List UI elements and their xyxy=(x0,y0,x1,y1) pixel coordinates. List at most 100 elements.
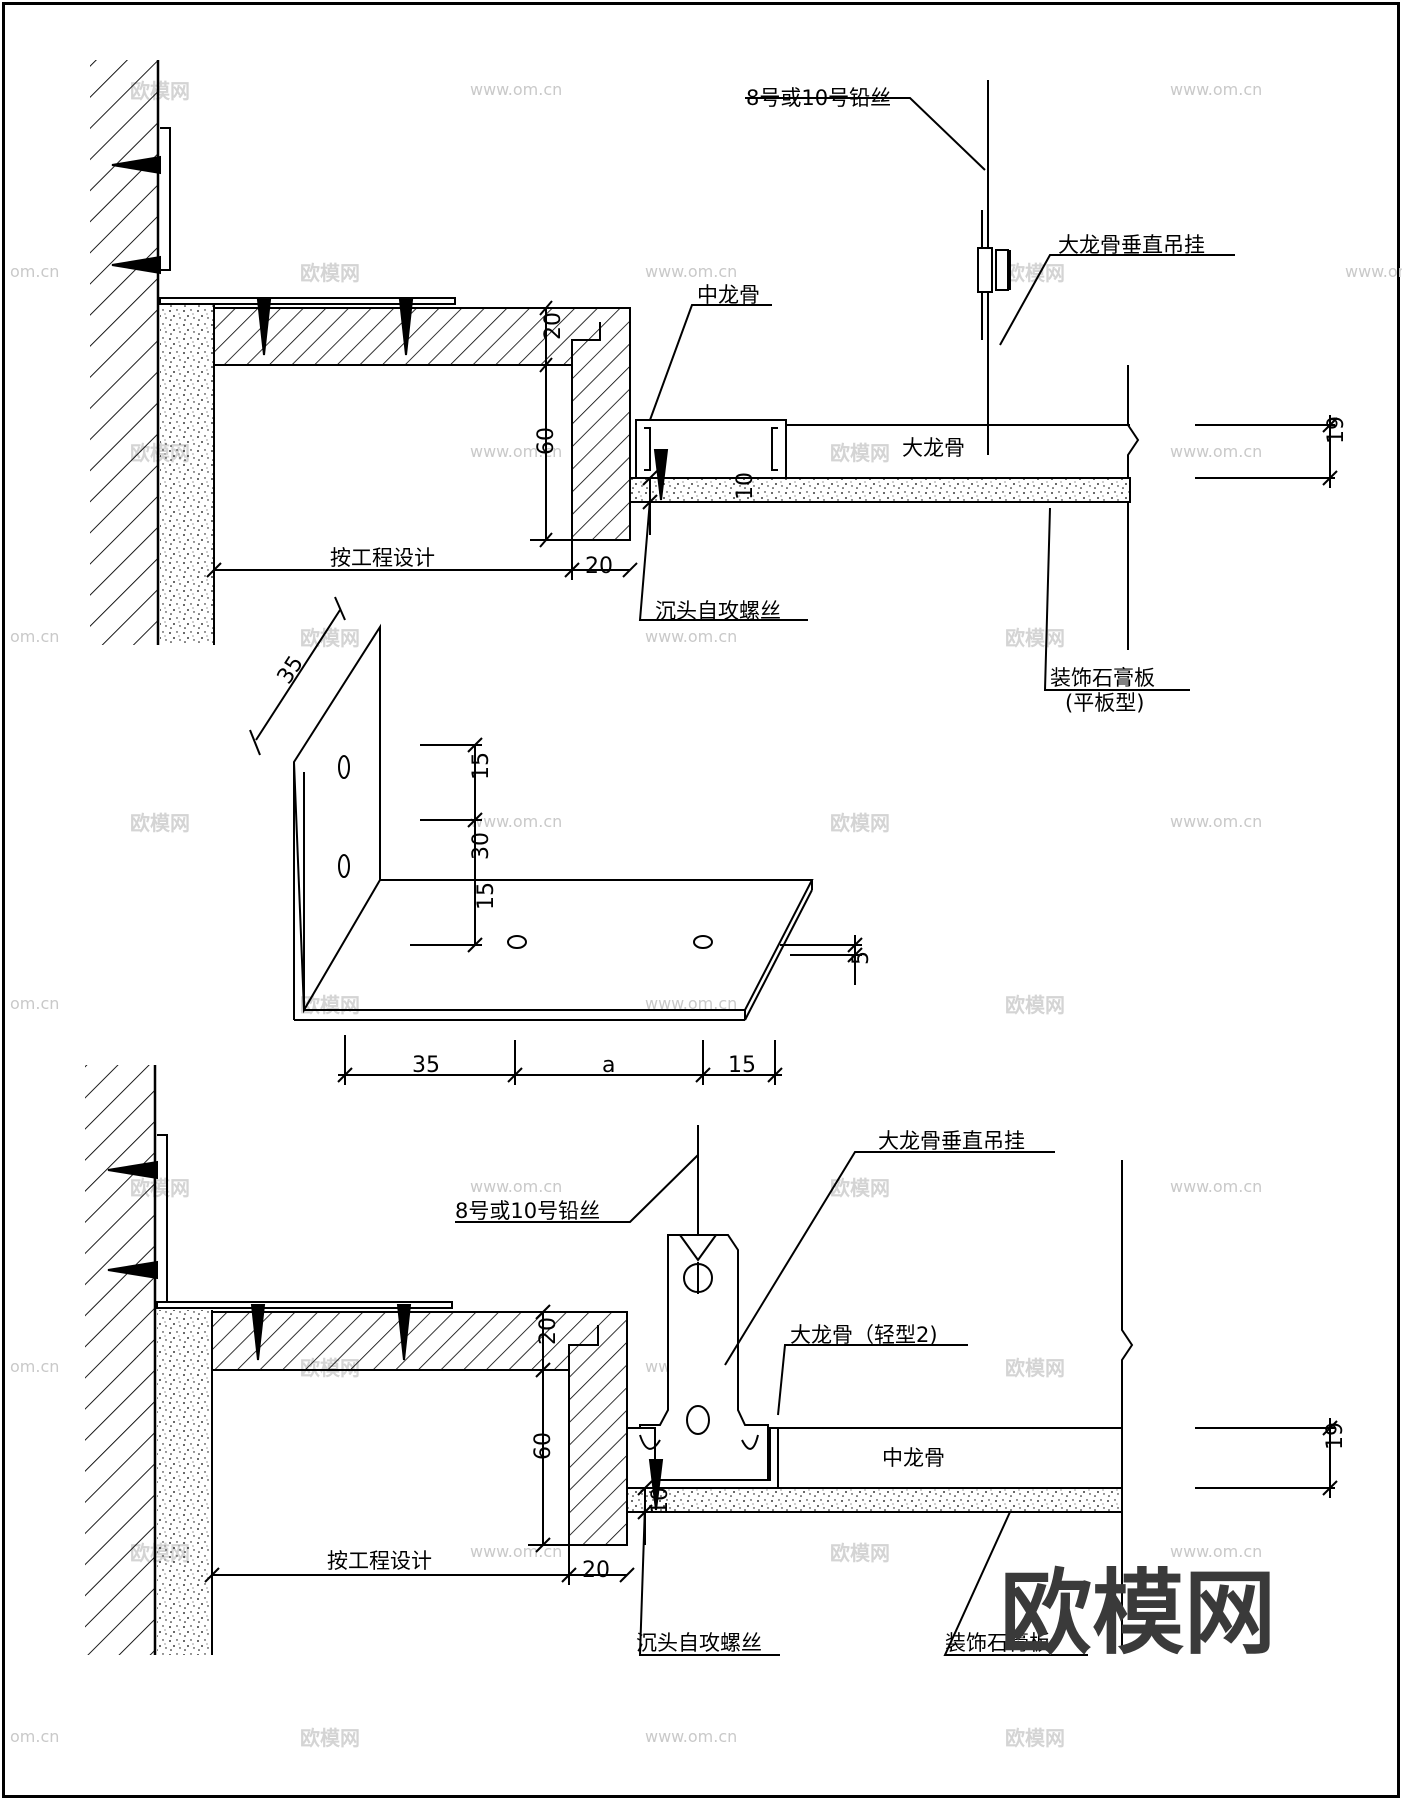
dim-label: 20 xyxy=(585,554,613,579)
leader-wire xyxy=(745,97,986,171)
design-label: 按工程设计 xyxy=(327,1549,432,1573)
screw-label: 沉头自攻螺丝 xyxy=(636,1631,762,1655)
dim-label: 20 xyxy=(582,1558,610,1583)
screw-icon xyxy=(653,449,669,501)
leader-main-keel xyxy=(777,1344,968,1416)
leader-hanger xyxy=(724,1151,1055,1366)
watermark-brand: 欧模网 xyxy=(130,811,190,835)
board-type-label: (平板型) xyxy=(1065,691,1144,715)
wood-frame xyxy=(211,1311,628,1546)
screw-icon xyxy=(250,1304,266,1361)
watermark-url: www.om.cn xyxy=(645,627,737,646)
watermark-url: www.om.cn xyxy=(470,812,562,831)
plaster-layer xyxy=(160,302,214,645)
watermark-url: www.om.cn xyxy=(470,1177,562,1196)
watermark-url: www.om.cn xyxy=(645,262,737,281)
angle-steel xyxy=(159,297,456,305)
watermark-brand: 欧模网 xyxy=(300,626,360,650)
dim-label: 20 xyxy=(541,312,566,340)
bracket-hole xyxy=(507,935,527,949)
watermark-url: om.cn xyxy=(10,627,59,646)
leader-screw xyxy=(638,499,808,621)
main-keel-label: 大龙骨（轻型2) xyxy=(790,1323,938,1347)
bottom-section-labels: 大龙骨垂直吊挂 8号或10号铅丝 大龙骨（轻型2) 中龙骨 按工程设计 沉头自攻… xyxy=(327,1129,1348,1655)
leader-hanger xyxy=(999,254,1235,346)
mid-keel-lip xyxy=(644,427,651,471)
watermark-brand: 欧模网 xyxy=(1005,626,1065,650)
leader-wire xyxy=(455,1154,699,1223)
watermark-url: www.om.cn xyxy=(1170,80,1262,99)
screw-icon xyxy=(398,299,414,356)
bracket-vertical-leg xyxy=(292,623,381,1014)
nail-icon xyxy=(107,1160,158,1180)
angle-bracket-detail xyxy=(249,596,863,1085)
wall-hatch xyxy=(90,60,158,645)
dim-label: a xyxy=(602,1053,615,1078)
watermark-brand: 欧模网 xyxy=(300,993,360,1017)
watermark-url: om.cn xyxy=(10,994,59,1013)
leader-screw xyxy=(638,1504,780,1656)
watermark-url: www.om.cn xyxy=(1170,442,1262,461)
hanger-label: 大龙骨垂直吊挂 xyxy=(878,1129,1025,1153)
gypsum-board xyxy=(629,477,1131,503)
watermark-url: www.om.cn xyxy=(1345,262,1402,281)
dim-label: 60 xyxy=(531,1432,556,1460)
angle-steel xyxy=(156,1301,453,1309)
dim-label: 15 xyxy=(474,882,499,910)
screw-icon xyxy=(256,299,272,356)
dim-label: 15 xyxy=(469,752,494,780)
top-section-detail xyxy=(90,60,1338,691)
watermark-url: www.om.cn xyxy=(1170,1177,1262,1196)
screw-icon xyxy=(648,1459,664,1511)
watermark-url: om.cn xyxy=(10,1727,59,1746)
wire-label: 8号或10号铅丝 xyxy=(746,86,891,110)
nail-icon xyxy=(107,1260,158,1280)
watermark-brand: 欧模网 xyxy=(300,1726,360,1750)
design-label: 按工程设计 xyxy=(330,546,435,570)
watermark-brand: 欧模网 xyxy=(1005,1356,1065,1380)
bracket-labels: 35 15 30 15 5 35 a 15 xyxy=(273,652,874,1078)
break-line xyxy=(1127,365,1140,478)
bracket-hole xyxy=(338,854,350,878)
hanger-clip xyxy=(639,1234,769,1481)
watermark-url: om.cn xyxy=(10,1357,59,1376)
mid-keel-label: 中龙骨 xyxy=(882,1446,945,1470)
dim-label: 19 xyxy=(1324,416,1349,444)
screw-label: 沉头自攻螺丝 xyxy=(655,599,781,623)
watermark-brand: 欧模网 xyxy=(1005,1726,1065,1750)
leader-board xyxy=(1043,507,1190,691)
leader-board xyxy=(943,1511,1088,1656)
dim-label: 35 xyxy=(273,652,309,689)
bottom-section-detail xyxy=(85,1065,1338,1656)
dim-label: 19 xyxy=(1323,1422,1348,1450)
top-section-labels: 8号或10号铅丝 大龙骨垂直吊挂 中龙骨 大龙骨 按工程设计 沉头自攻螺丝 装饰… xyxy=(330,86,1349,715)
watermark-url: www.om.cn xyxy=(470,1542,562,1561)
bracket-hole xyxy=(693,935,713,949)
anchor-plate xyxy=(157,1134,168,1303)
mid-keel-lip xyxy=(771,427,778,471)
nail-icon xyxy=(111,155,161,175)
frame-notch xyxy=(571,322,601,365)
watermark-brand: 欧模网 xyxy=(300,261,360,285)
hanger-bolt xyxy=(977,247,993,293)
dim-label: 15 xyxy=(728,1053,756,1078)
watermark-brand: 欧模网 xyxy=(830,441,890,465)
watermark-url: www.om.cn xyxy=(1170,1542,1262,1561)
hanger-hook xyxy=(679,1234,717,1262)
gypsum-board xyxy=(626,1487,1123,1513)
watermark-url: www.om.cn xyxy=(645,1727,737,1746)
dim-label: 35 xyxy=(412,1053,440,1078)
watermark-brand: 欧模网 xyxy=(830,811,890,835)
break-line xyxy=(1121,1160,1134,1650)
leader-mid-keel xyxy=(649,304,772,421)
watermark-brand: 欧模网 xyxy=(830,1176,890,1200)
board-label: 装饰石膏板 xyxy=(945,1631,1050,1655)
wall-hatch xyxy=(85,1065,155,1655)
watermark-url: www.om.cn xyxy=(1170,812,1262,831)
brand-watermark: 欧模网 xyxy=(1000,1560,1276,1667)
main-keel-label: 大龙骨 xyxy=(902,436,965,460)
watermark-url: www.om.cn xyxy=(645,994,737,1013)
anchor-plate xyxy=(160,127,171,271)
screw-icon xyxy=(396,1304,412,1361)
